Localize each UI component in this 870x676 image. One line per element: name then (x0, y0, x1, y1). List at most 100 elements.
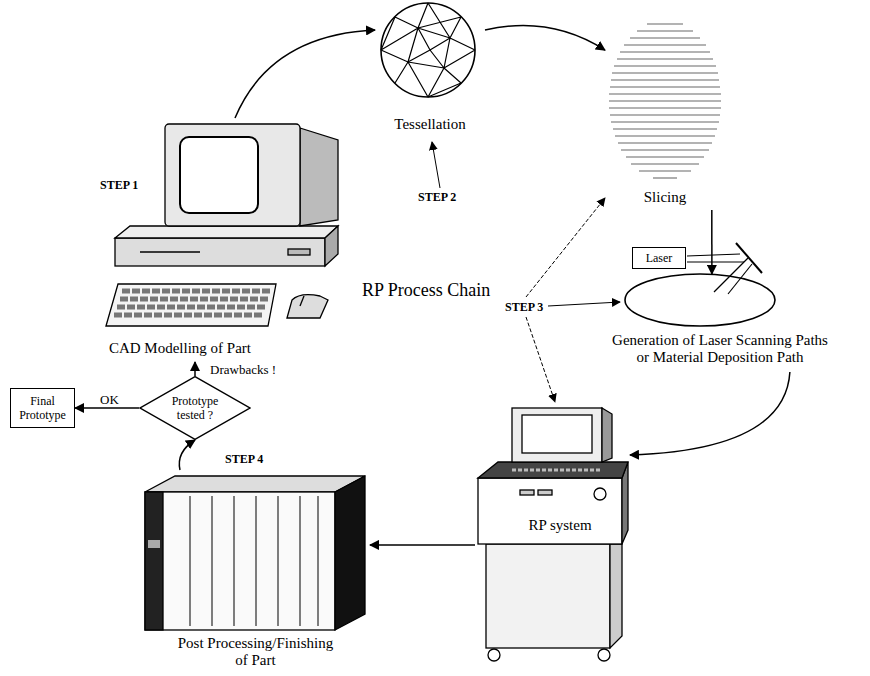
leader-arrow (526, 317, 555, 402)
post-processing-stage: Post Processing/Finishing of Part (140, 470, 370, 672)
leader-arrow (548, 302, 620, 306)
post-processing-cabinet (190, 496, 191, 626)
post-processing-cabinet (190, 496, 318, 626)
diamond-outline (140, 377, 250, 440)
laser-scan-illustration (625, 243, 775, 326)
edge-label: Drawbacks ! (208, 362, 278, 377)
computer-illustration (120, 297, 268, 302)
step-label: STEP 2 (418, 190, 456, 204)
post-processing-cabinet (212, 496, 213, 626)
slice-lines (624, 44, 706, 46)
flow-arrow (179, 440, 195, 470)
node-label: RP system (515, 517, 605, 534)
post-processing-cabinet (145, 476, 365, 630)
slice-lines (620, 51, 710, 53)
rp-machine (598, 649, 610, 661)
slice-lines (647, 23, 683, 25)
flow-arrow (485, 26, 605, 51)
slice-lines (637, 30, 693, 32)
laser-scan-illustration (625, 274, 775, 326)
diagram-title: RP Process Chain (362, 280, 490, 301)
post-processing-cabinet (148, 540, 160, 548)
slice-lines (630, 37, 700, 39)
post-processing-cabinet (335, 476, 365, 630)
slice-lines (612, 72, 718, 74)
node-label: Generation of Laser Scanning Paths or Ma… (608, 332, 832, 366)
computer-illustration (106, 284, 276, 326)
path-generation-stage: Generation of Laser Scanning Paths or Ma… (575, 274, 865, 372)
post-processing-cabinet (256, 496, 257, 626)
final-prototype-box: Final Prototype (10, 388, 75, 428)
rp-machine (512, 408, 602, 462)
flow-arrow (630, 372, 790, 455)
rp-machine (520, 490, 534, 495)
computer-illustration (115, 226, 338, 238)
slice-lines (614, 65, 716, 67)
slice-lines (609, 24, 721, 178)
flow-arrow (235, 30, 375, 118)
slice-lines (626, 156, 704, 158)
cad-stage: CAD Modelling of Part (100, 118, 340, 362)
computer-illustration (300, 296, 304, 306)
computer-illustration (115, 238, 325, 266)
slice-lines (610, 114, 720, 116)
rp-machine (478, 478, 622, 544)
slice-lines (611, 121, 719, 123)
slice-lines (618, 142, 712, 144)
node-label: Prototype tested ? (164, 394, 226, 422)
decision-diamond: Prototype tested ? (139, 376, 251, 440)
flow-arrow (75, 407, 139, 409)
node-label: Post Processing/Finishing of Part (174, 635, 337, 669)
slice-lines (615, 135, 715, 137)
rp-machine (594, 488, 606, 500)
computer-illustration (288, 249, 310, 255)
flow-arrow (194, 362, 196, 376)
slicing-stage: Slicing (605, 15, 725, 210)
rp-machine (610, 544, 622, 648)
rp-machine (602, 408, 612, 462)
slice-lines (639, 170, 691, 172)
slice-lines (609, 100, 721, 102)
flow-arrow (370, 544, 475, 546)
slice-lines (611, 79, 719, 81)
slice-lines (653, 177, 677, 179)
computer-illustration (165, 124, 300, 226)
rp-system-stage: RP system (475, 400, 630, 665)
rp-machine (478, 408, 628, 661)
step-label: STEP 3 (505, 300, 543, 314)
computer-illustration (122, 289, 270, 294)
laser-box: Laser (632, 247, 686, 269)
rp-machine (512, 469, 600, 472)
post-processing-cabinet (145, 476, 365, 492)
computer-illustration (287, 295, 328, 318)
step-label: STEP 4 (225, 452, 263, 466)
post-processing-cabinet (145, 492, 163, 630)
computer-illustration (117, 305, 266, 310)
node-label: Laser (636, 251, 682, 265)
rp-machine (486, 544, 610, 648)
tessellated-sphere (381, 3, 475, 97)
rp-machine (488, 649, 500, 661)
rp-machine (478, 462, 628, 478)
slice-lines (610, 86, 720, 88)
rp-machine (538, 490, 552, 495)
laser-scan-illustration (687, 254, 740, 256)
computer-illustration (106, 124, 338, 326)
rp-machine (522, 415, 592, 453)
post-processing-cabinet (234, 496, 235, 626)
leader-arrow (432, 142, 620, 402)
post-processing-cabinet (278, 496, 279, 626)
leader-arrow (526, 198, 605, 297)
computer-illustration (140, 251, 200, 252)
computer-illustration (325, 226, 338, 266)
slice-lines (617, 58, 713, 60)
tessellated-sphere (381, 3, 475, 97)
computer-illustration (180, 137, 258, 213)
laser-scan-illustration (687, 261, 744, 262)
node-label: Final Prototype (14, 394, 71, 422)
computer-illustration (300, 128, 338, 226)
flow-arrow (711, 210, 713, 274)
post-processing-cabinet (318, 496, 319, 626)
